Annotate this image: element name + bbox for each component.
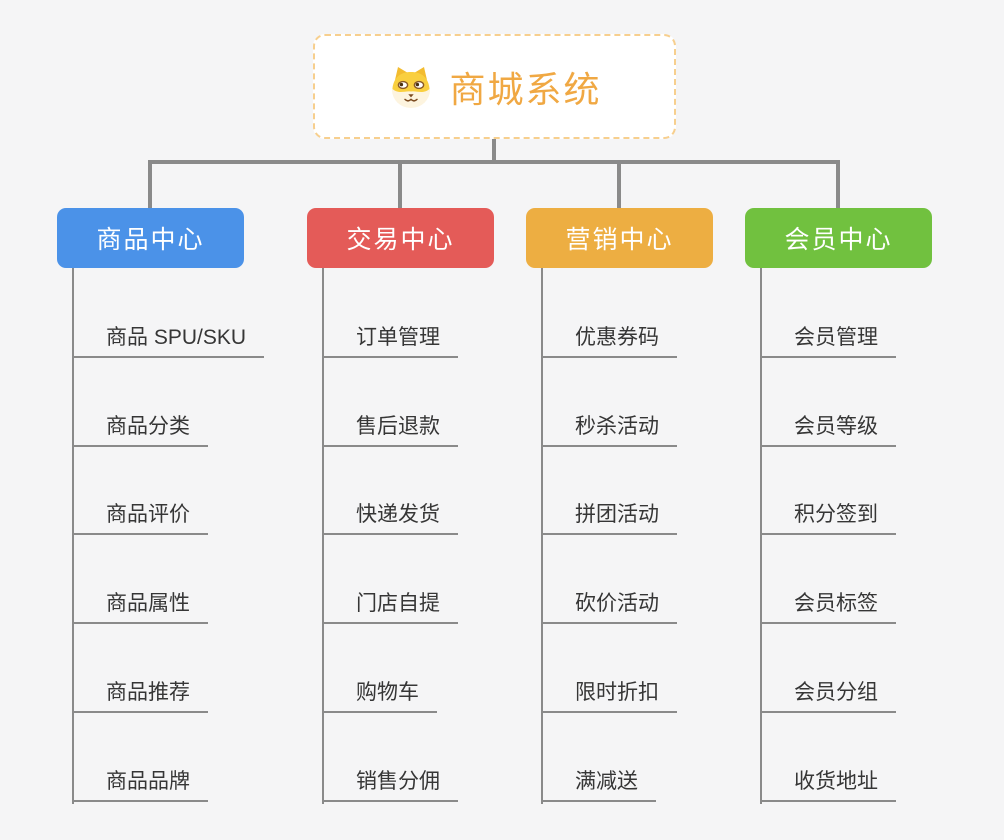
- topic-item[interactable]: 购物车: [322, 675, 437, 713]
- branch-label: 会员中心: [784, 226, 893, 254]
- branch-label: 交易中心: [346, 226, 455, 254]
- topic-item[interactable]: 快递发货: [322, 497, 458, 535]
- branch-column-trade-center: 交易中心 订单管理 售后退款 快递发货 门店自提 购物车 销售分佣: [307, 208, 547, 808]
- topic-item[interactable]: 优惠券码: [541, 320, 677, 358]
- root-node[interactable]: 商城系统: [313, 34, 676, 139]
- topic-item[interactable]: 积分签到: [760, 497, 896, 535]
- topic-item[interactable]: 商品推荐: [72, 675, 208, 713]
- root-connector-line: [492, 139, 496, 164]
- branch-header-member-center[interactable]: 会员中心: [745, 208, 932, 268]
- branch-stub-line: [398, 160, 402, 208]
- topic-item[interactable]: 会员管理: [760, 320, 896, 358]
- topic-item[interactable]: 商品 SPU/SKU: [72, 320, 265, 358]
- branch-trunk-line: [322, 268, 324, 804]
- topic-item[interactable]: 满减送: [541, 764, 656, 802]
- branch-column-product-center: 商品中心 商品 SPU/SKU 商品分类 商品评价 商品属性 商品推荐 商品品牌: [57, 208, 297, 808]
- topic-item[interactable]: 拼团活动: [541, 497, 677, 535]
- branch-column-marketing-center: 营销中心 优惠券码 秒杀活动 拼团活动 砍价活动 限时折扣 满减送: [526, 208, 766, 808]
- topic-item[interactable]: 商品评价: [72, 497, 208, 535]
- topic-item[interactable]: 限时折扣: [541, 675, 677, 713]
- topic-item[interactable]: 会员标签: [760, 586, 896, 624]
- topic-item[interactable]: 秒杀活动: [541, 409, 677, 447]
- branch-stub-line: [148, 160, 152, 208]
- topic-item[interactable]: 门店自提: [322, 586, 458, 624]
- topic-item[interactable]: 商品属性: [72, 586, 208, 624]
- branch-column-member-center: 会员中心 会员管理 会员等级 积分签到 会员标签 会员分组 收货地址: [745, 208, 985, 808]
- branch-header-marketing-center[interactable]: 营销中心: [526, 208, 713, 268]
- branch-bus-line: [148, 160, 840, 164]
- topic-item[interactable]: 销售分佣: [322, 764, 458, 802]
- branch-header-product-center[interactable]: 商品中心: [57, 208, 244, 268]
- branch-stub-line: [617, 160, 621, 208]
- topic-item[interactable]: 会员等级: [760, 409, 896, 447]
- topic-item[interactable]: 商品品牌: [72, 764, 208, 802]
- branch-header-trade-center[interactable]: 交易中心: [307, 208, 494, 268]
- branch-trunk-line: [72, 268, 74, 804]
- branch-stub-line: [836, 160, 840, 208]
- shiba-dog-face-icon: [392, 67, 431, 108]
- root-title: 商城系统: [449, 68, 602, 110]
- branch-trunk-line: [541, 268, 543, 804]
- topic-item[interactable]: 会员分组: [760, 675, 896, 713]
- topic-item[interactable]: 商品分类: [72, 409, 208, 447]
- branch-trunk-line: [760, 268, 762, 804]
- branch-label: 商品中心: [96, 226, 205, 254]
- topic-item[interactable]: 收货地址: [760, 764, 896, 802]
- topic-item[interactable]: 售后退款: [322, 409, 458, 447]
- topic-item[interactable]: 砍价活动: [541, 586, 677, 624]
- branch-label: 营销中心: [565, 226, 674, 254]
- topic-item[interactable]: 订单管理: [322, 320, 458, 358]
